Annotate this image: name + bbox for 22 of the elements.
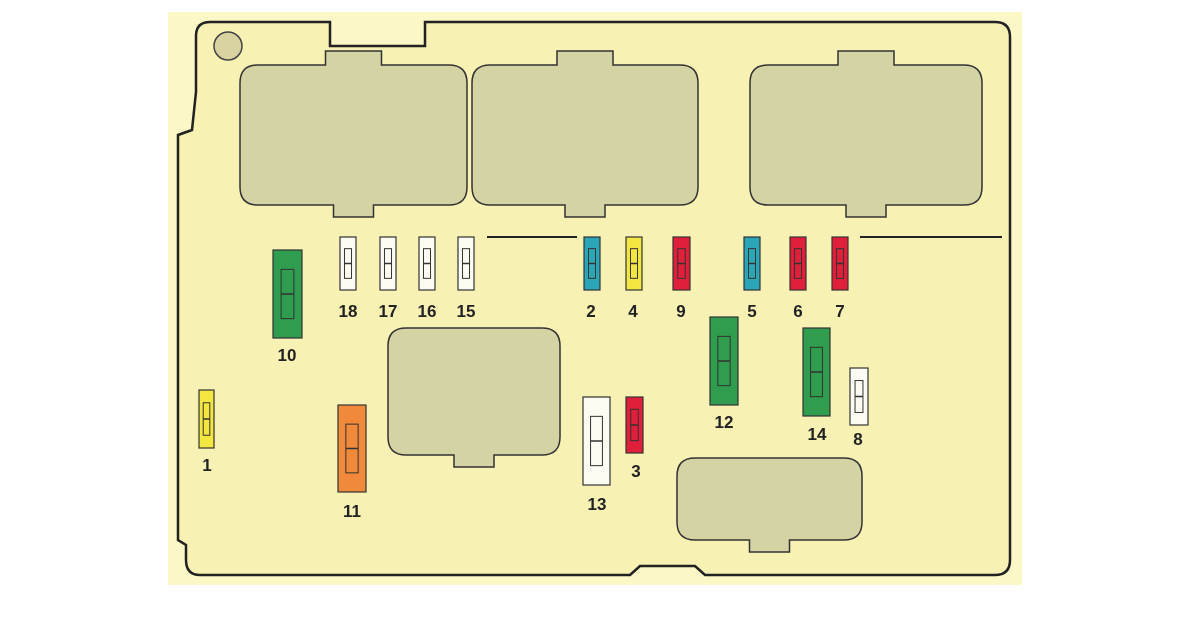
fuse-number: 2: [586, 303, 596, 321]
fuse-number: 7: [835, 303, 845, 321]
fuse-number: 5: [747, 303, 757, 321]
fuse-number: 4: [628, 303, 638, 321]
fuse-number: 13: [587, 496, 607, 514]
fuse-number: 16: [417, 303, 437, 321]
fuse-number: 1: [202, 457, 212, 475]
fuse-number: 3: [631, 463, 641, 481]
relay-block: [471, 50, 699, 218]
relay-block: [387, 327, 561, 468]
fuse-number: 10: [277, 347, 297, 365]
fuse-number: 9: [676, 303, 686, 321]
fuse-number: 8: [853, 431, 863, 449]
fuse-number: 12: [714, 414, 734, 432]
fuse-number: 6: [793, 303, 803, 321]
fuse-number: 14: [807, 426, 827, 444]
fuse-number: 18: [338, 303, 358, 321]
relay-block: [749, 50, 983, 218]
relay-block: [239, 50, 468, 218]
fuse-number: 11: [343, 503, 361, 521]
fuse-number: 17: [378, 303, 398, 321]
fuse-number: 15: [456, 303, 476, 321]
